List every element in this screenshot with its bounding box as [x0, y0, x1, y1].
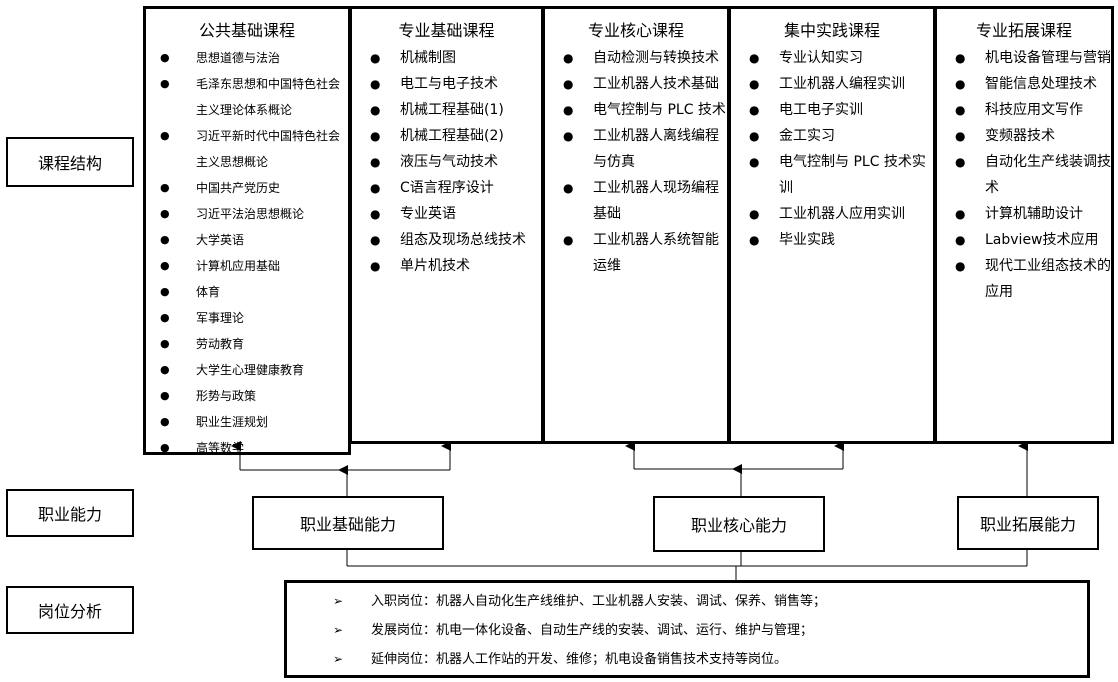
career-ability-text: 职业能力 [37, 505, 102, 524]
course-item: 大学生心理健康教育 [146, 357, 348, 383]
course-item: 专业英语 [352, 201, 541, 227]
course-item: 电工与电子技术 [352, 71, 541, 97]
job-item: 入职岗位：机器人自动化生产线维护、工业机器人安装、调试、保养、销售等； [287, 587, 1087, 616]
ability-basic-text: 职业基础能力 [299, 515, 396, 534]
job-item: 发展岗位：机电一体化设备、自动生产线的安装、调试、运行、维护与管理； [287, 616, 1087, 645]
ability-extend-text: 职业拓展能力 [979, 515, 1076, 534]
course-list: 自动检测与转换技术工业机器人技术基础电气控制与 PLC 技术工业机器人离线编程与… [545, 45, 727, 279]
course-item: 工业机器人应用实训 [731, 201, 933, 227]
job-analysis-label: 岗位分析 [6, 586, 134, 634]
course-item: C语言程序设计 [352, 175, 541, 201]
column-title: 集中实践课程 [783, 21, 880, 40]
ability-extend-box: 职业拓展能力 [957, 496, 1099, 550]
course-item: 组态及现场总线技术 [352, 227, 541, 253]
job-analysis-text: 岗位分析 [37, 602, 102, 621]
course-item: 电气控制与 PLC 技术实训 [731, 149, 933, 201]
course-item: 现代工业组态技术的应用 [937, 253, 1111, 305]
course-item: 大学英语 [146, 227, 348, 253]
course-item: 工业机器人离线编程与仿真 [545, 123, 727, 175]
course-item: 变频器技术 [937, 123, 1111, 149]
course-structure-text: 课程结构 [37, 154, 102, 173]
job-list: 入职岗位：机器人自动化生产线维护、工业机器人安装、调试、保养、销售等；发展岗位：… [287, 587, 1087, 674]
course-item: 习近平新时代中国特色社会主义思想概论 [146, 123, 348, 175]
column-title: 公共基础课程 [198, 21, 295, 40]
course-item: 金工实习 [731, 123, 933, 149]
course-column-extend: 专业拓展课程 机电设备管理与营销智能信息处理技术科技应用文写作变频器技术自动化生… [934, 6, 1114, 444]
course-structure-label: 课程结构 [6, 137, 134, 187]
ability-core-box: 职业核心能力 [653, 496, 825, 552]
course-item: Labview技术应用 [937, 227, 1111, 253]
course-item: 自动检测与转换技术 [545, 45, 727, 71]
ability-basic-box: 职业基础能力 [252, 496, 444, 550]
course-item: 劳动教育 [146, 331, 348, 357]
course-item: 体育 [146, 279, 348, 305]
course-item: 职业生涯规划 [146, 409, 348, 435]
course-item: 工业机器人系统智能运维 [545, 227, 727, 279]
career-ability-label: 职业能力 [6, 489, 134, 537]
course-item: 毛泽东思想和中国特色社会主义理论体系概论 [146, 71, 348, 123]
column-title: 专业核心课程 [587, 21, 684, 40]
course-column-basic: 专业基础课程 机械制图电工与电子技术机械工程基础(1)机械工程基础(2)液压与气… [349, 6, 544, 444]
ability-core-text: 职业核心能力 [690, 516, 787, 535]
course-item: 科技应用文写作 [937, 97, 1111, 123]
course-column-public: 公共基础课程 思想道德与法治毛泽东思想和中国特色社会主义理论体系概论习近平新时代… [143, 6, 351, 461]
course-item: 专业认知实习 [731, 45, 933, 71]
course-item: 中国共产党历史 [146, 175, 348, 201]
course-list: 专业认知实习工业机器人编程实训电工电子实训金工实习电气控制与 PLC 技术实训工… [731, 45, 933, 253]
course-item: 电气控制与 PLC 技术 [545, 97, 727, 123]
course-item: 计算机辅助设计 [937, 201, 1111, 227]
job-analysis-box: 入职岗位：机器人自动化生产线维护、工业机器人安装、调试、保养、销售等；发展岗位：… [284, 580, 1090, 678]
course-item: 机械制图 [352, 45, 541, 71]
course-column-core: 专业核心课程 自动检测与转换技术工业机器人技术基础电气控制与 PLC 技术工业机… [542, 6, 730, 444]
course-item: 液压与气动技术 [352, 149, 541, 175]
column-title: 专业基础课程 [398, 21, 495, 40]
course-item: 机电设备管理与营销 [937, 45, 1111, 71]
course-item: 习近平法治思想概论 [146, 201, 348, 227]
course-item: 自动化生产线装调技术 [937, 149, 1111, 201]
course-item: 计算机应用基础 [146, 253, 348, 279]
course-item: 思想道德与法治 [146, 45, 348, 71]
course-list: 机械制图电工与电子技术机械工程基础(1)机械工程基础(2)液压与气动技术C语言程… [352, 45, 541, 279]
course-item: 单片机技术 [352, 253, 541, 279]
course-list: 机电设备管理与营销智能信息处理技术科技应用文写作变频器技术自动化生产线装调技术计… [937, 45, 1111, 305]
course-item: 军事理论 [146, 305, 348, 331]
course-item: 机械工程基础(2) [352, 123, 541, 149]
course-item: 工业机器人现场编程基础 [545, 175, 727, 227]
course-item: 工业机器人编程实训 [731, 71, 933, 97]
column-title: 专业拓展课程 [975, 21, 1072, 40]
course-item: 智能信息处理技术 [937, 71, 1111, 97]
course-item: 电工电子实训 [731, 97, 933, 123]
course-item: 工业机器人技术基础 [545, 71, 727, 97]
course-item: 形势与政策 [146, 383, 348, 409]
course-list: 思想道德与法治毛泽东思想和中国特色社会主义理论体系概论习近平新时代中国特色社会主… [146, 45, 348, 461]
course-item: 毕业实践 [731, 227, 933, 253]
job-item: 延伸岗位：机器人工作站的开发、维修；机电设备销售技术支持等岗位。 [287, 645, 1087, 674]
course-column-practice: 集中实践课程 专业认知实习工业机器人编程实训电工电子实训金工实习电气控制与 PL… [728, 6, 936, 444]
course-item: 机械工程基础(1) [352, 97, 541, 123]
